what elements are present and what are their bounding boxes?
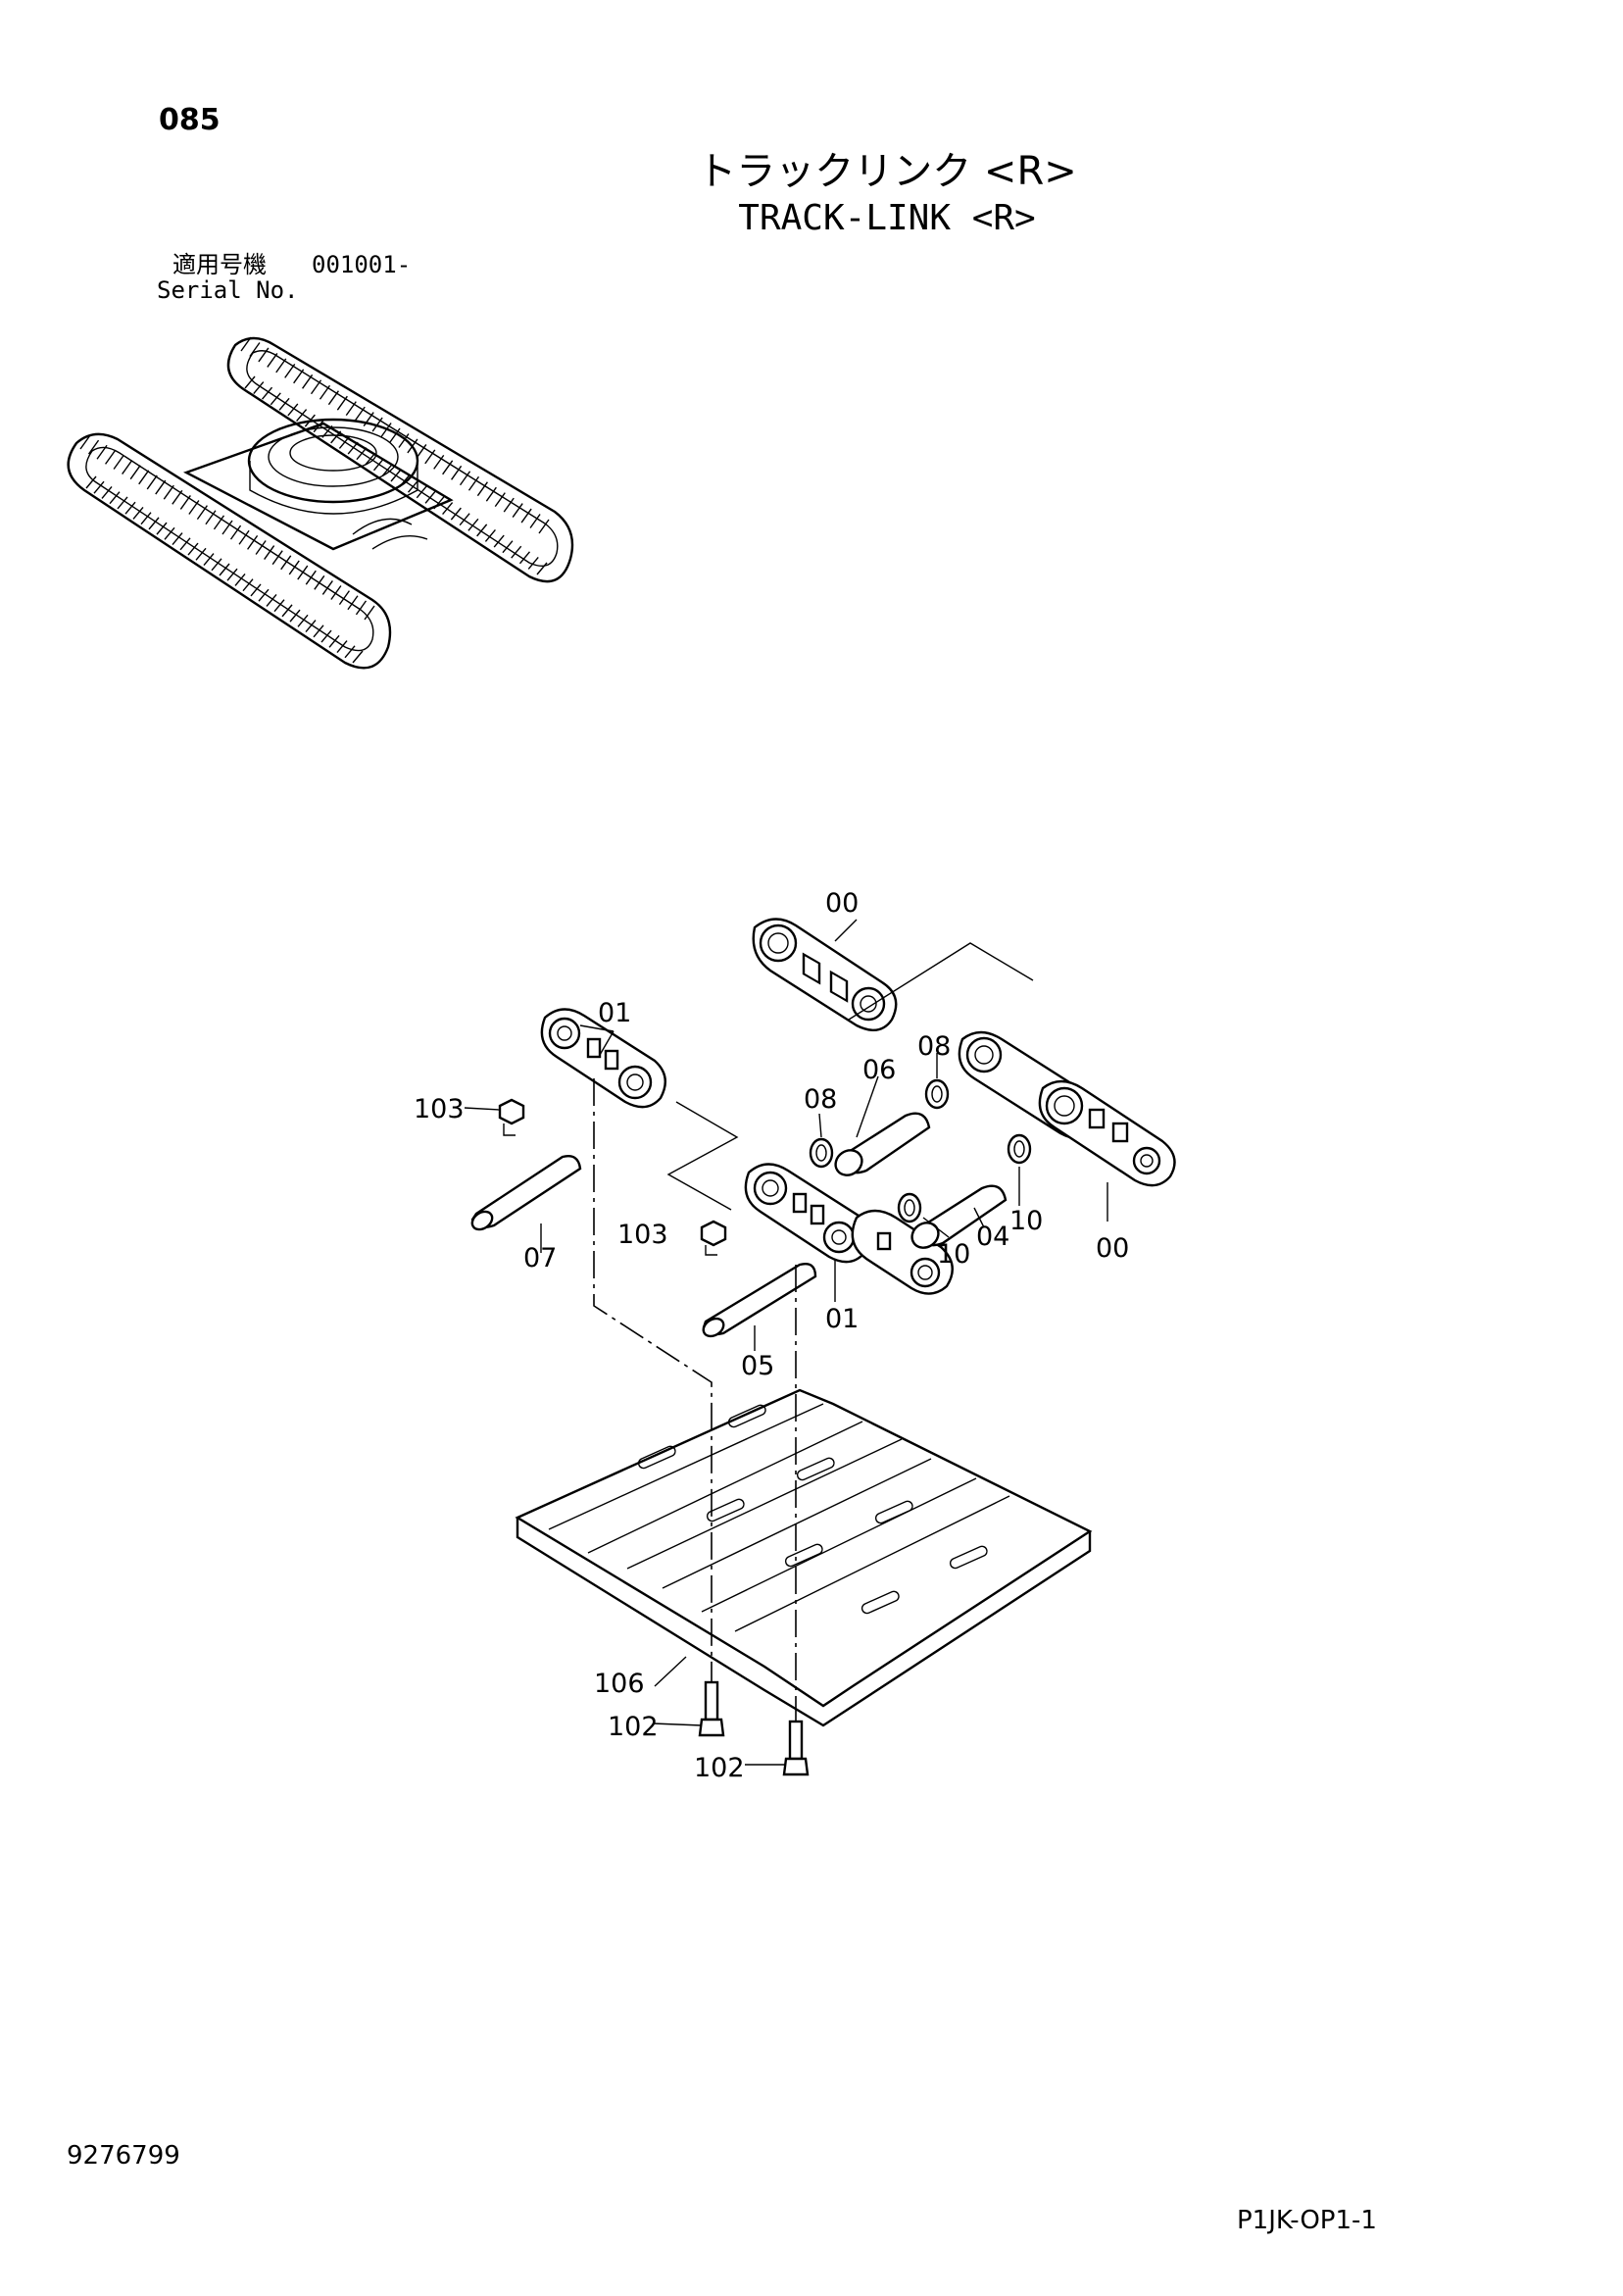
master-bushing [702, 1263, 817, 1338]
link-center-adjoining [851, 1209, 954, 1295]
spacer-left [897, 1192, 922, 1223]
undercarriage-overview-illustration [67, 336, 574, 670]
seal-right [924, 1078, 950, 1110]
nut-center-icon [700, 1220, 727, 1256]
page-code: P1JK-OP1-1 [1237, 2206, 1377, 2235]
serial-label-japanese: 適用号機 [172, 251, 267, 278]
link-right-outer [1038, 1079, 1176, 1187]
callout-seal-right: 08 [917, 1031, 951, 1062]
callout-nut-center: 103 [617, 1220, 668, 1250]
callout-master-bushing: 05 [741, 1351, 774, 1381]
spacer-right [1007, 1133, 1032, 1165]
callout-pin: 06 [862, 1055, 896, 1085]
master-link-center [744, 1163, 870, 1264]
master-link-left [540, 1008, 666, 1109]
page-title-english: TRACK-LINK <R> [738, 198, 1036, 238]
callout-seal-left: 08 [804, 1084, 837, 1115]
callout-spacer-left: 10 [937, 1239, 970, 1270]
link-top [752, 918, 898, 1031]
callout-link-right: 00 [1096, 1233, 1129, 1264]
page-number: 085 [159, 103, 221, 137]
page-title-japanese: トラックリンク <R> [697, 149, 1077, 194]
master-pin [470, 1155, 582, 1231]
serial-number-value: 001001- [312, 251, 412, 278]
callout-master-pin: 07 [523, 1243, 557, 1273]
nut-left-icon [498, 1098, 525, 1136]
callout-master-link-center: 01 [825, 1304, 859, 1334]
callout-spacer-right: 10 [1009, 1206, 1043, 1236]
bolt-left-icon [698, 1680, 725, 1737]
callout-nut-left: 103 [414, 1094, 465, 1124]
callout-bushing: 04 [976, 1222, 1009, 1252]
pin [834, 1112, 931, 1176]
callout-master-link-left: 01 [598, 998, 631, 1028]
track-link-exploded-view: 00 01 103 06 08 08 07 103 10 04 10 00 01… [414, 888, 1176, 1783]
serial-label-english: Serial No. [157, 276, 299, 304]
callout-link-top: 00 [825, 888, 859, 919]
document-number: 9276799 [67, 2141, 180, 2171]
callout-bolt-left: 102 [608, 1712, 659, 1742]
callout-shoe: 106 [594, 1669, 645, 1699]
seal-left [809, 1137, 834, 1169]
callout-bolt-right: 102 [694, 1753, 745, 1783]
track-shoe [515, 1388, 1093, 1727]
bolt-right-icon [782, 1720, 810, 1776]
